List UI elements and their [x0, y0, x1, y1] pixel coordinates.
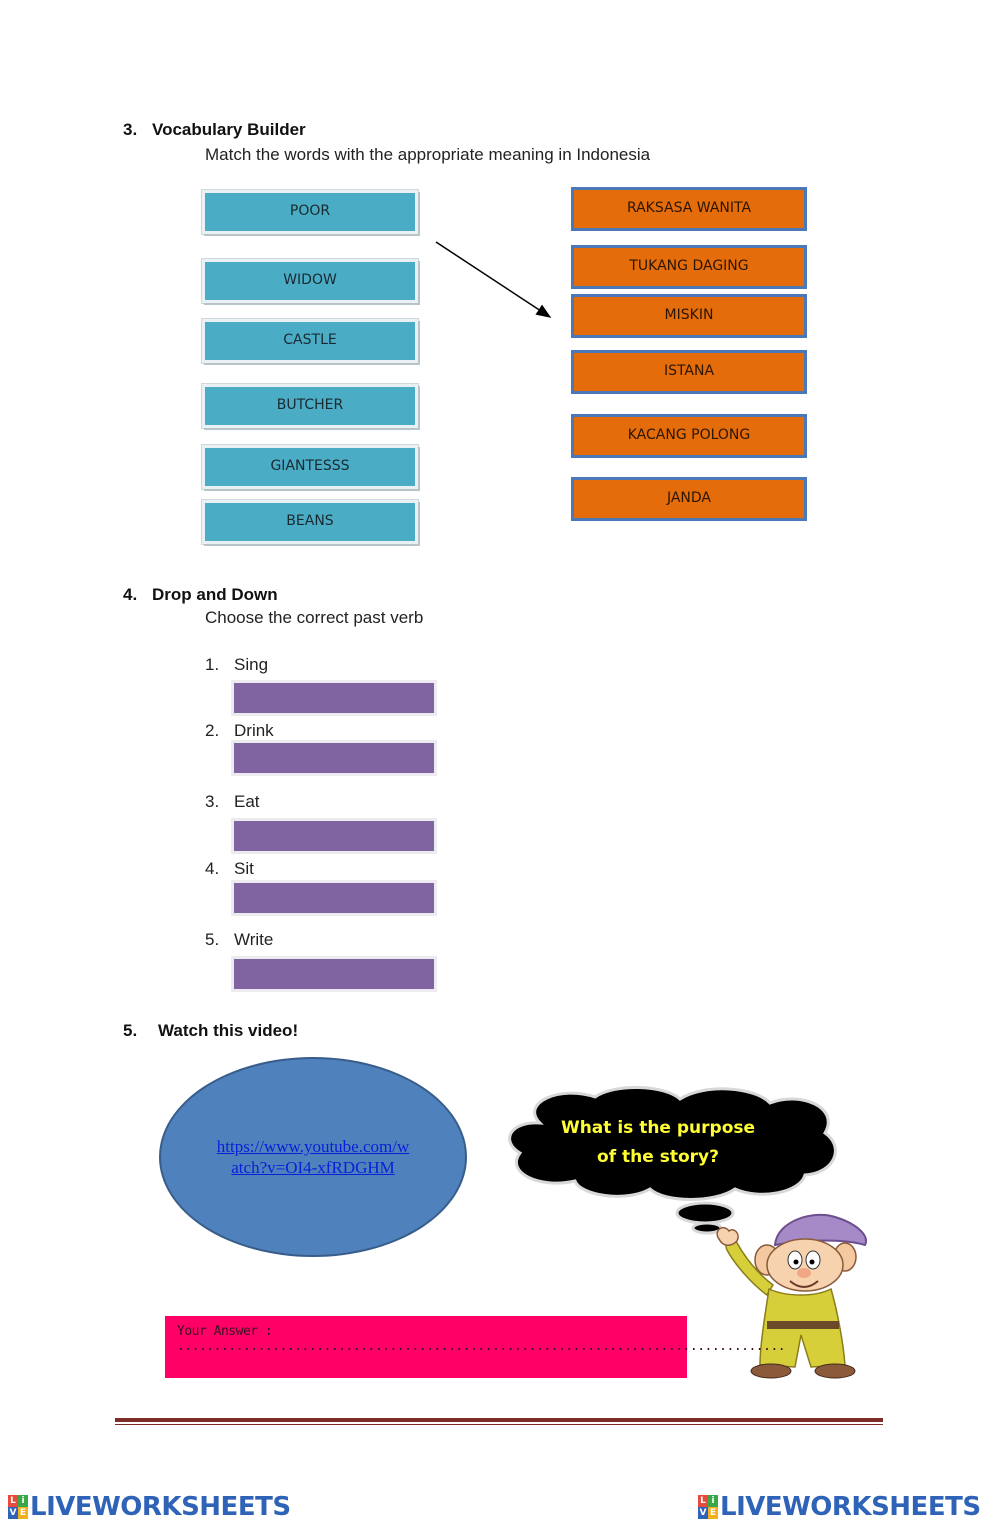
verb-label: Sit — [234, 859, 254, 878]
drop-box-3[interactable] — [231, 818, 437, 854]
meaning-box-janda[interactable]: JANDA — [571, 477, 807, 521]
dwarf-cartoon-illustration — [716, 1213, 867, 1379]
word-box-widow[interactable]: WIDOW — [202, 259, 418, 303]
video-link-ellipse: https://www.youtube.com/watch?v=OI4-xfRD… — [159, 1057, 467, 1257]
answer-bar[interactable]: Your Answer : ..........................… — [165, 1316, 786, 1378]
word-box-beans[interactable]: BEANS — [202, 500, 418, 544]
example-match-arrow — [435, 241, 552, 318]
thought-bubble: What is the purpose of the story? — [508, 1086, 837, 1235]
verb-label: Drink — [234, 721, 274, 740]
brand-right: L i V E LIVEWORKSHEETS — [698, 1492, 981, 1522]
brand-text: LIVEWORKSHEETS — [720, 1492, 981, 1522]
drop-box-4[interactable] — [231, 880, 437, 916]
meaning-box-kacang-polong[interactable]: KACANG POLONG — [571, 414, 807, 458]
meaning-box-miskin[interactable]: MISKIN — [571, 294, 807, 338]
verb-item-5: 5.Write — [205, 930, 274, 949]
section-3-instruction: Match the words with the appropriate mea… — [205, 145, 651, 164]
verb-label: Eat — [234, 792, 260, 811]
liveworksheets-logo-icon: L i V E — [698, 1495, 718, 1519]
footer-rule — [115, 1418, 883, 1422]
verb-item-4: 4.Sit — [205, 859, 254, 878]
word-box-giantess[interactable]: GIANTESSS — [202, 445, 418, 489]
liveworksheets-logo-icon: L i V E — [8, 1495, 28, 1519]
section-4-number: 4. — [123, 585, 138, 604]
verb-item-3: 3.Eat — [205, 792, 260, 811]
video-link[interactable]: https://www.youtube.com/watch?v=OI4-xfRD… — [216, 1137, 410, 1177]
word-box-castle[interactable]: CASTLE — [202, 319, 418, 363]
brand-left: L i V E LIVEWORKSHEETS — [8, 1492, 291, 1522]
brand-text: LIVEWORKSHEETS — [30, 1492, 291, 1522]
answer-prompt: Your Answer : ..........................… — [177, 1324, 786, 1354]
meaning-box-raksasa-wanita[interactable]: RAKSASA WANITA — [571, 187, 807, 231]
footer-rule-thin — [115, 1424, 883, 1425]
verb-label: Sing — [234, 655, 269, 674]
verb-item-1: 1.Sing — [205, 655, 269, 674]
drop-box-2[interactable] — [231, 740, 437, 776]
section-3-number: 3. — [123, 120, 138, 139]
drop-box-5[interactable] — [231, 956, 437, 992]
meaning-box-istana[interactable]: ISTANA — [571, 350, 807, 394]
meaning-box-tukang-daging[interactable]: TUKANG DAGING — [571, 245, 807, 289]
word-box-butcher[interactable]: BUTCHER — [202, 384, 418, 428]
verb-label: Write — [234, 930, 274, 949]
section-3-title: Vocabulary Builder — [152, 120, 306, 139]
verb-item-2: 2.Drink — [205, 721, 274, 740]
section-5-title: Watch this video! — [158, 1021, 299, 1040]
section-4-title: Drop and Down — [152, 585, 278, 604]
section-5-number: 5. — [123, 1021, 138, 1040]
bubble-text-line-2: of the story? — [597, 1147, 719, 1167]
section-4-instruction: Choose the correct past verb — [205, 608, 424, 627]
bubble-text-line-1: What is the purpose — [561, 1118, 755, 1138]
word-box-poor[interactable]: POOR — [202, 190, 418, 234]
drop-box-1[interactable] — [231, 680, 437, 716]
